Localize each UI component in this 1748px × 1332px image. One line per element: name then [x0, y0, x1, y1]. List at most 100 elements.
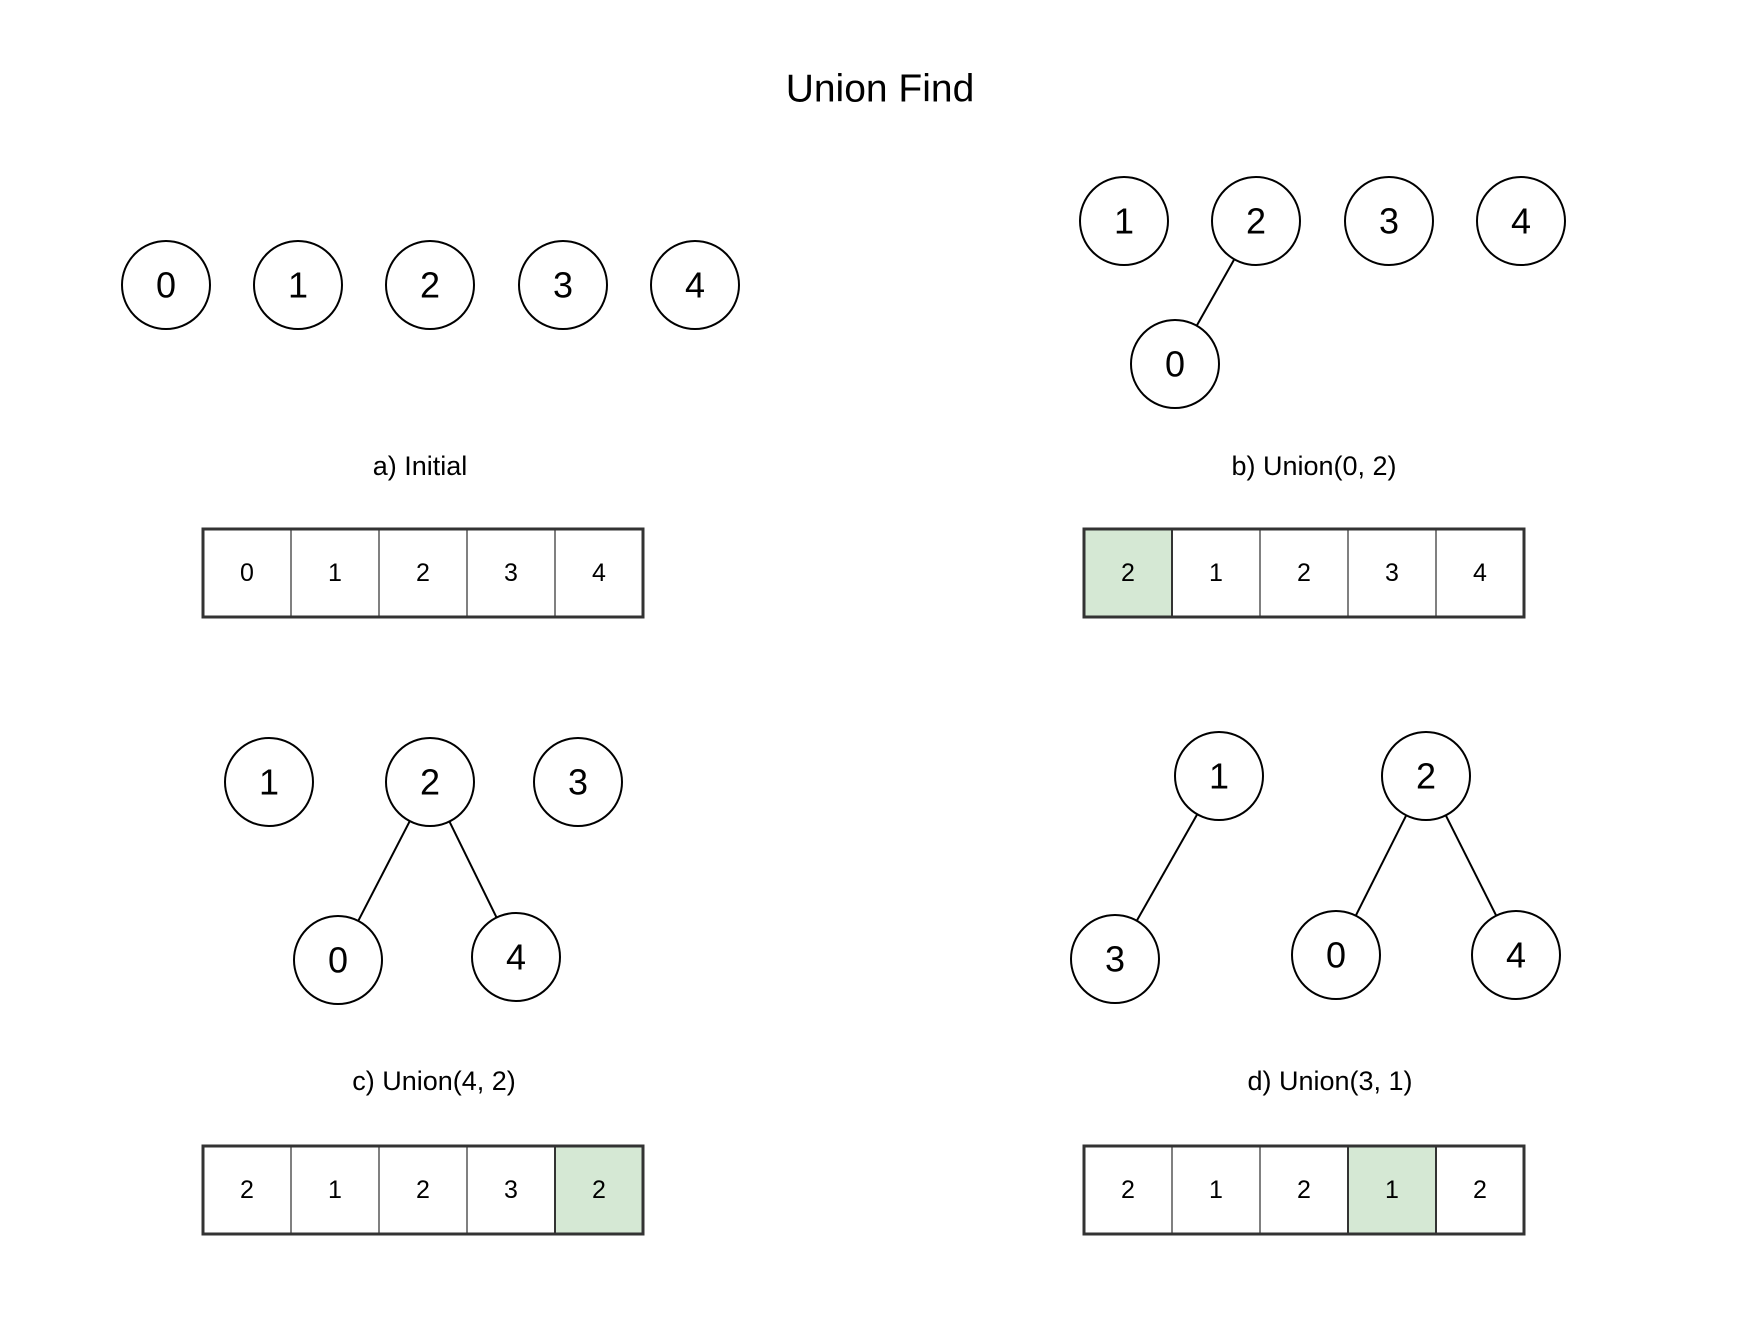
parent-array: 0 1 2 3 4 — [201, 527, 645, 619]
node-circle — [385, 240, 475, 330]
edge-2-to-0 — [1354, 814, 1408, 917]
tree-node-0: 0 — [293, 915, 383, 1005]
array-cell-value: 2 — [416, 559, 430, 587]
node-label: 3 — [1105, 939, 1125, 980]
node-circle — [471, 912, 561, 1002]
array-cell — [1084, 1146, 1172, 1234]
node-label: 0 — [156, 265, 176, 306]
array-cell-value: 2 — [1297, 559, 1311, 587]
node-circle — [1471, 910, 1561, 1000]
array-cell-value: 3 — [1385, 559, 1399, 587]
panel-caption: a) Initial — [373, 451, 468, 481]
panel-caption: c) Union(4, 2) — [352, 1066, 516, 1096]
node-circle — [1174, 731, 1264, 821]
array-cell-highlighted — [1084, 529, 1172, 617]
node-label: 4 — [685, 265, 705, 306]
tree-node-1: 1 — [253, 240, 343, 330]
array-cell — [203, 529, 291, 617]
array-cell — [1436, 1146, 1524, 1234]
tree-node-2: 2 — [385, 240, 475, 330]
array-cell-value: 2 — [1121, 1176, 1135, 1204]
array-cell-highlighted — [1348, 1146, 1436, 1234]
panel-a: 0 1 2 3 4 a) Initial 0 1 2 3 4 — [121, 240, 740, 619]
edge-2-to-4 — [1444, 814, 1498, 917]
tree-node-0: 0 — [121, 240, 211, 330]
tree-node-3: 3 — [533, 737, 623, 827]
node-circle — [650, 240, 740, 330]
node-circle — [253, 240, 343, 330]
panel-c: 1 2 3 0 4 c) Union(4, 2) 2 1 2 3 2 — [201, 737, 645, 1236]
array-cell-highlight-outline — [1083, 528, 1173, 618]
node-circle — [121, 240, 211, 330]
node-circle — [1070, 914, 1160, 1004]
node-label: 4 — [1511, 201, 1531, 242]
array-cell-value: 2 — [1121, 559, 1135, 587]
node-circle — [1291, 910, 1381, 1000]
array-cell-value: 4 — [592, 559, 606, 587]
node-label: 2 — [420, 762, 440, 803]
node-circle — [385, 737, 475, 827]
tree-node-1: 1 — [1079, 176, 1169, 266]
array-cell-value: 1 — [1385, 1176, 1399, 1204]
array-border — [1082, 1144, 1526, 1236]
array-cell-highlighted — [555, 1146, 643, 1234]
array-cell-value: 1 — [328, 1176, 342, 1204]
node-label: 1 — [259, 762, 279, 803]
array-cell — [379, 529, 467, 617]
tree-node-4: 4 — [650, 240, 740, 330]
node-circle — [533, 737, 623, 827]
array-cell — [1260, 529, 1348, 617]
array-cell-value: 4 — [1473, 559, 1487, 587]
edge-2-to-4 — [448, 821, 498, 918]
tree-node-4: 4 — [1471, 910, 1561, 1000]
node-circle — [1130, 319, 1220, 409]
node-circle — [293, 915, 383, 1005]
tree-node-4: 4 — [471, 912, 561, 1002]
array-cell — [1172, 529, 1260, 617]
edge-2-to-0 — [357, 820, 411, 922]
array-cell-highlight-outline — [1347, 1145, 1437, 1235]
node-label: 1 — [1209, 756, 1229, 797]
tree-node-1: 1 — [224, 737, 314, 827]
node-circle — [1476, 176, 1566, 266]
array-cell-value: 2 — [416, 1176, 430, 1204]
node-circle — [1211, 176, 1301, 266]
array-cell — [291, 529, 379, 617]
node-label: 1 — [1114, 201, 1134, 242]
array-cell-value: 2 — [592, 1176, 606, 1204]
array-cell-value: 1 — [328, 559, 342, 587]
array-cell-value: 2 — [1473, 1176, 1487, 1204]
array-cell-value: 3 — [504, 1176, 518, 1204]
tree-node-3: 3 — [518, 240, 608, 330]
node-label: 2 — [1246, 201, 1266, 242]
tree-node-2: 2 — [1211, 176, 1301, 266]
array-cell — [555, 529, 643, 617]
node-label: 2 — [1416, 756, 1436, 797]
array-cell-value: 0 — [240, 559, 254, 587]
array-cell — [291, 1146, 379, 1234]
node-label: 4 — [1506, 935, 1526, 976]
tree-node-0: 0 — [1291, 910, 1381, 1000]
node-label: 3 — [553, 265, 573, 306]
array-cell-value: 2 — [1297, 1176, 1311, 1204]
array-cell — [467, 529, 555, 617]
node-label: 1 — [288, 265, 308, 306]
array-cell-value: 2 — [240, 1176, 254, 1204]
edge-1-to-3 — [1135, 813, 1199, 922]
tree-node-3: 3 — [1344, 176, 1434, 266]
tree-node-0: 0 — [1130, 319, 1220, 409]
tree-node-2: 2 — [1381, 731, 1471, 821]
node-circle — [1381, 731, 1471, 821]
panel-caption: d) Union(3, 1) — [1247, 1066, 1412, 1096]
node-label: 3 — [1379, 201, 1399, 242]
array-cell-value: 3 — [504, 559, 518, 587]
array-border — [201, 527, 645, 619]
node-circle — [1344, 176, 1434, 266]
node-label: 4 — [506, 937, 526, 978]
edge-2-to-0 — [1195, 258, 1236, 327]
node-circle — [224, 737, 314, 827]
